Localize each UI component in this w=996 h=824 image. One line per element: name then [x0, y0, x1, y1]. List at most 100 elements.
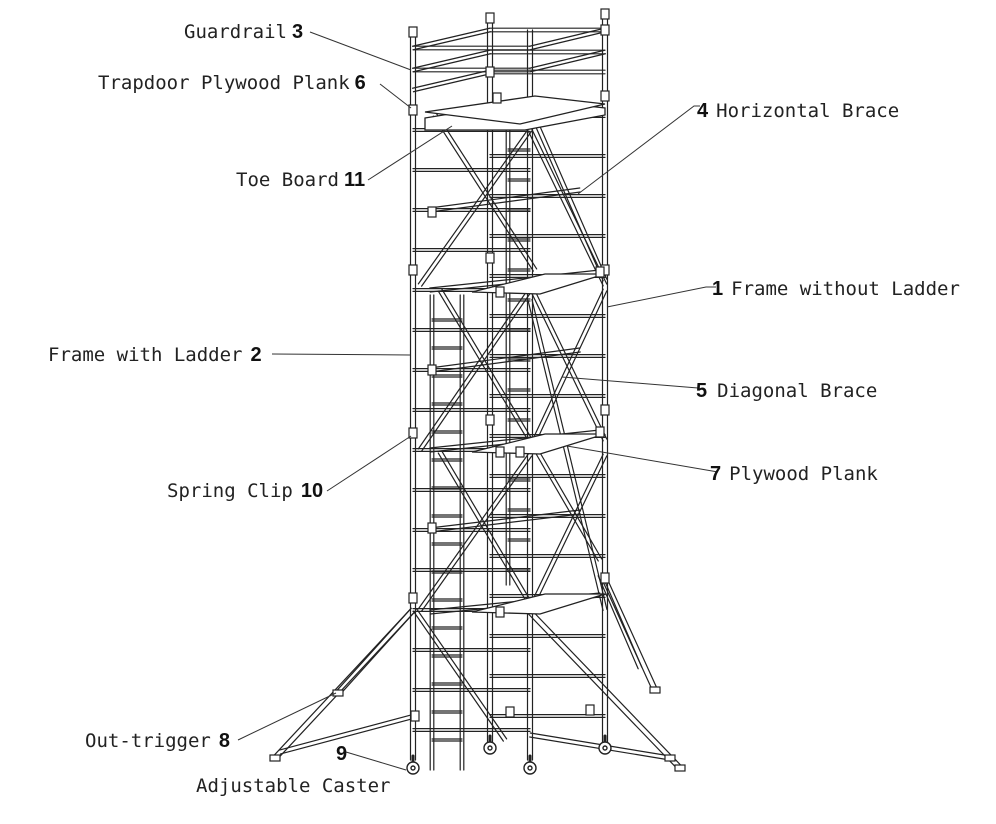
label-adjustable-caster: Adjustable Caster — [196, 775, 390, 797]
diagonal-brace — [532, 448, 599, 562]
diagonal-brace — [531, 128, 608, 285]
spring-clip — [408, 264, 418, 276]
diagonal-brace — [527, 285, 604, 442]
horizontal-brace — [429, 513, 581, 533]
spring-clip — [485, 66, 495, 78]
guardrail — [528, 49, 606, 69]
horizontal-brace — [429, 509, 581, 529]
diagonal-brace — [531, 283, 608, 440]
horizontal-brace — [429, 187, 581, 209]
out-trigger — [597, 575, 639, 670]
plywood-plank — [471, 593, 606, 615]
diagonal-brace — [532, 120, 604, 282]
spring-clip — [595, 426, 605, 438]
spring-clip — [495, 286, 505, 298]
leader-adjustable-caster — [345, 751, 407, 771]
out-trigger — [606, 578, 658, 690]
spring-clip — [492, 92, 502, 104]
out-trigger — [601, 573, 643, 668]
guardrail — [529, 31, 607, 51]
caster-hub — [410, 765, 416, 771]
guardrail — [412, 31, 492, 51]
diagonal-brace — [437, 290, 534, 450]
out-trigger — [531, 609, 683, 767]
diagonal-brace — [437, 452, 534, 614]
out-trigger-foot — [664, 754, 676, 762]
spring-clip — [495, 606, 505, 618]
spring-clip — [427, 364, 437, 376]
diagonal-brace — [536, 446, 603, 560]
leader-out-trigger — [237, 692, 337, 741]
spring-clip — [427, 522, 437, 534]
spring-clip — [408, 592, 418, 604]
horizontal-brace — [429, 347, 581, 369]
spring-clip — [600, 404, 610, 416]
guardrail — [411, 69, 491, 89]
diagonal-brace — [531, 455, 608, 612]
spring-clip — [427, 206, 437, 218]
spring-clip — [600, 572, 610, 584]
diagonal-brace — [527, 288, 604, 450]
label-adjustable-caster-number: 9 — [336, 743, 347, 765]
diagonal-brace — [527, 453, 604, 610]
guardrail — [528, 27, 606, 47]
guardrail — [412, 73, 492, 93]
spring-clip — [600, 24, 610, 36]
horizontal-brace — [429, 269, 601, 289]
diagonal-brace — [527, 130, 604, 287]
scaffold-tower-drawing — [269, 8, 686, 775]
spring-clip — [485, 414, 495, 426]
horizontal-brace — [429, 351, 581, 373]
diagonal-brace — [421, 455, 533, 612]
out-trigger — [339, 611, 416, 696]
horizontal-brace — [429, 191, 581, 213]
out-trigger-foot — [674, 764, 686, 772]
spring-clip — [485, 12, 495, 24]
guardrail — [529, 53, 607, 73]
spring-clip — [505, 706, 515, 718]
diagonal-brace — [527, 299, 604, 612]
guardrail — [411, 49, 491, 69]
out-trigger — [335, 607, 412, 692]
leader-toe-board — [367, 125, 453, 181]
spring-clip — [485, 252, 495, 264]
leader-guardrail — [309, 31, 412, 71]
out-trigger-foot — [269, 754, 281, 762]
out-trigger — [279, 717, 417, 755]
leader-frame-with-ladder — [271, 353, 411, 356]
leader-trapdoor — [379, 83, 412, 109]
horizontal-brace — [429, 429, 601, 449]
spring-clip — [408, 104, 418, 116]
out-trigger-foot — [332, 689, 344, 697]
out-trigger — [602, 580, 654, 692]
leader-plywood-plank — [566, 445, 719, 473]
spring-clip — [408, 427, 418, 439]
spring-clip — [600, 8, 610, 20]
guardrail — [411, 27, 491, 47]
caster-hub — [487, 745, 493, 751]
leader-horizontal-brace — [577, 105, 700, 195]
out-trigger — [278, 713, 416, 751]
spring-clip — [515, 446, 525, 458]
spring-clip — [408, 26, 418, 38]
out-trigger-foot — [649, 686, 661, 694]
spring-clip — [600, 90, 610, 102]
leader-diagonal-brace — [561, 376, 699, 389]
diagonal-brace — [432, 115, 534, 272]
diagonal-brace — [536, 118, 608, 280]
caster-hub — [602, 745, 608, 751]
diagonal-brace — [531, 298, 608, 611]
caster-hub — [527, 765, 533, 771]
